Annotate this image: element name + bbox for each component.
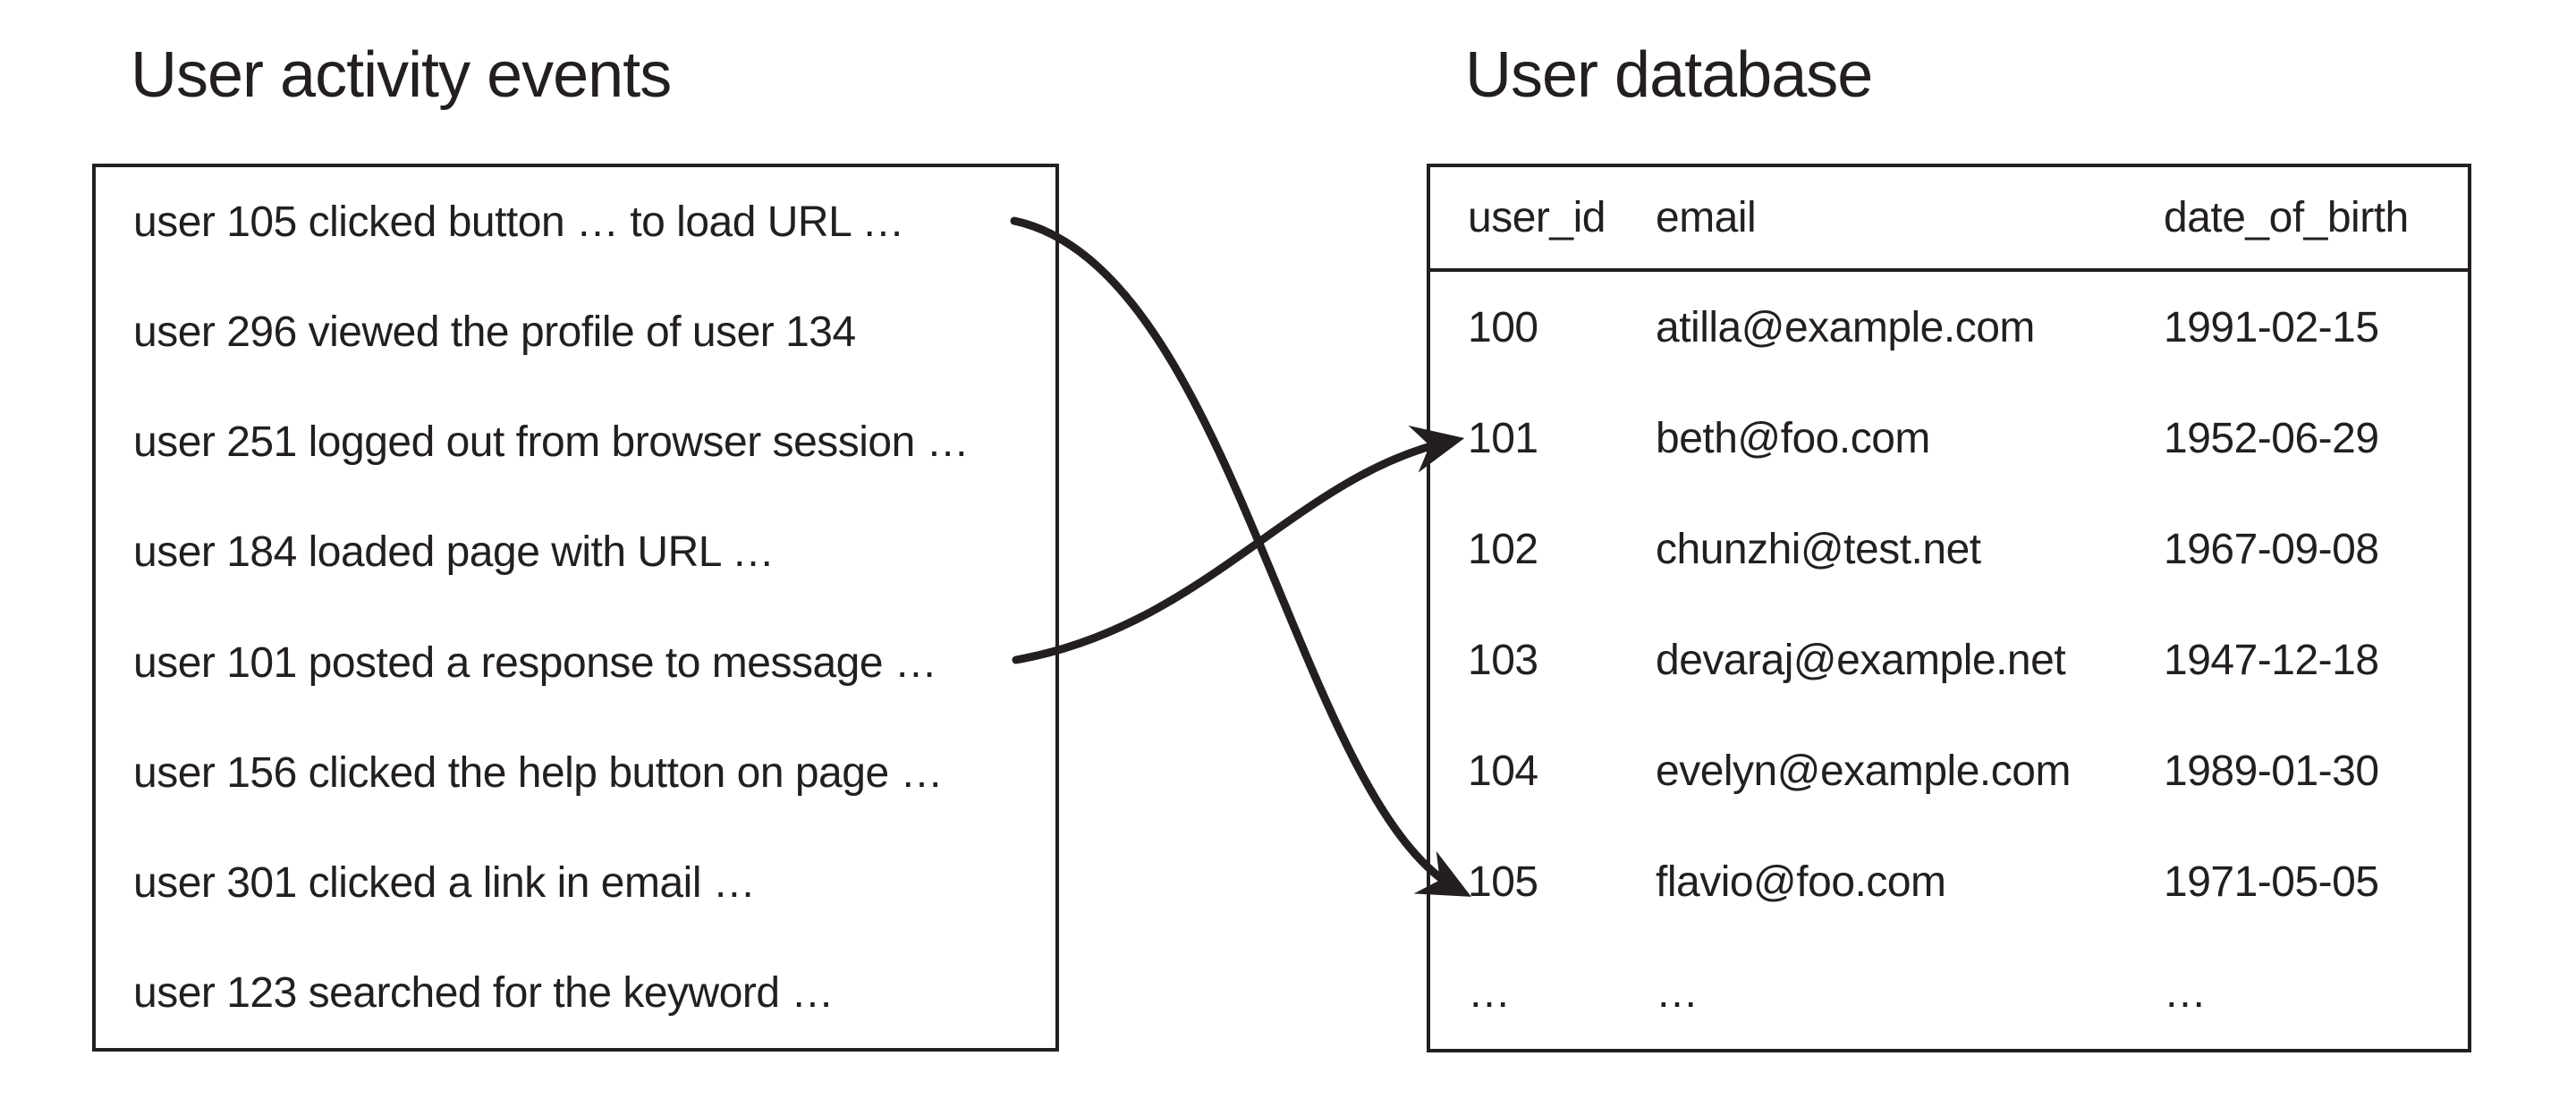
cell-user-id: 101: [1468, 414, 1538, 462]
cell-email: evelyn@example.com: [1656, 748, 2071, 796]
user-activity-events-box: user 105 clicked button … to load URL … …: [92, 164, 1059, 1052]
event-text: user 101 posted a response to message …: [133, 638, 937, 687]
arrow-event-101-to-row-101: [1012, 425, 1465, 664]
cell-date-of-birth: …: [2164, 969, 2207, 1018]
arrow-event-105-to-row-105: [1010, 216, 1471, 897]
cell-user-id: 103: [1468, 636, 1538, 684]
event-text: user 123 searched for the keyword …: [133, 968, 834, 1017]
user-database-box: user_id email date_of_birth 100 atilla@e…: [1427, 164, 2471, 1052]
column-header-date-of-birth: date_of_birth: [2164, 194, 2409, 241]
cell-email: flavio@foo.com: [1656, 858, 1946, 907]
cell-date-of-birth: 1991-02-15: [2164, 303, 2379, 351]
cell-email: atilla@example.com: [1656, 303, 2035, 351]
event-text: user 105 clicked button … to load URL …: [133, 199, 904, 247]
table-row: 103 devaraj@example.net 1947-12-18: [1430, 604, 2468, 715]
table-row: 104 evelyn@example.com 1989-01-30: [1430, 716, 2468, 827]
database-box-title: User database: [1465, 39, 1873, 111]
table-row: 100 atilla@example.com 1991-02-15: [1430, 272, 2468, 383]
event-row: user 156 clicked the help button on page…: [96, 718, 1055, 828]
event-text: user 184 loaded page with URL …: [133, 528, 775, 577]
event-row: user 123 searched for the keyword …: [96, 938, 1055, 1048]
cell-user-id: 104: [1468, 748, 1538, 796]
cell-date-of-birth: 1947-12-18: [2164, 636, 2379, 684]
events-box-title: User activity events: [131, 39, 672, 111]
event-row: user 301 clicked a link in email …: [96, 828, 1055, 938]
event-text: user 301 clicked a link in email …: [133, 858, 756, 907]
event-row: user 105 clicked button … to load URL …: [96, 167, 1055, 277]
cell-user-id: 102: [1468, 525, 1538, 573]
cell-email: devaraj@example.net: [1656, 636, 2066, 684]
cell-date-of-birth: 1967-09-08: [2164, 525, 2379, 573]
event-text: user 156 clicked the help button on page…: [133, 748, 943, 797]
table-row: 102 chunzhi@test.net 1967-09-08: [1430, 494, 2468, 604]
cell-user-id: 105: [1468, 858, 1538, 907]
event-row: user 101 posted a response to message …: [96, 608, 1055, 718]
cell-email: beth@foo.com: [1656, 414, 1930, 462]
column-header-email: email: [1656, 194, 1757, 241]
cell-date-of-birth: 1971-05-05: [2164, 858, 2379, 907]
cell-date-of-birth: 1989-01-30: [2164, 748, 2379, 796]
event-row: user 296 viewed the profile of user 134: [96, 277, 1055, 387]
cell-date-of-birth: 1952-06-29: [2164, 414, 2379, 462]
table-header-row: user_id email date_of_birth: [1430, 167, 2468, 272]
cell-user-id: 100: [1468, 303, 1538, 351]
cell-email: chunzhi@test.net: [1656, 525, 1981, 573]
table-body: 100 atilla@example.com 1991-02-15 101 be…: [1430, 272, 2468, 1049]
event-text: user 296 viewed the profile of user 134: [133, 308, 856, 357]
cell-user-id: …: [1468, 969, 1511, 1018]
event-row: user 184 loaded page with URL …: [96, 497, 1055, 607]
table-row: … … …: [1430, 938, 2468, 1049]
column-header-user-id: user_id: [1468, 194, 1606, 241]
event-text: user 251 logged out from browser session…: [133, 418, 970, 467]
event-row: user 251 logged out from browser session…: [96, 387, 1055, 497]
table-row: 101 beth@foo.com 1952-06-29: [1430, 383, 2468, 494]
table-row: 105 flavio@foo.com 1971-05-05: [1430, 827, 2468, 938]
cell-email: …: [1656, 969, 1699, 1018]
